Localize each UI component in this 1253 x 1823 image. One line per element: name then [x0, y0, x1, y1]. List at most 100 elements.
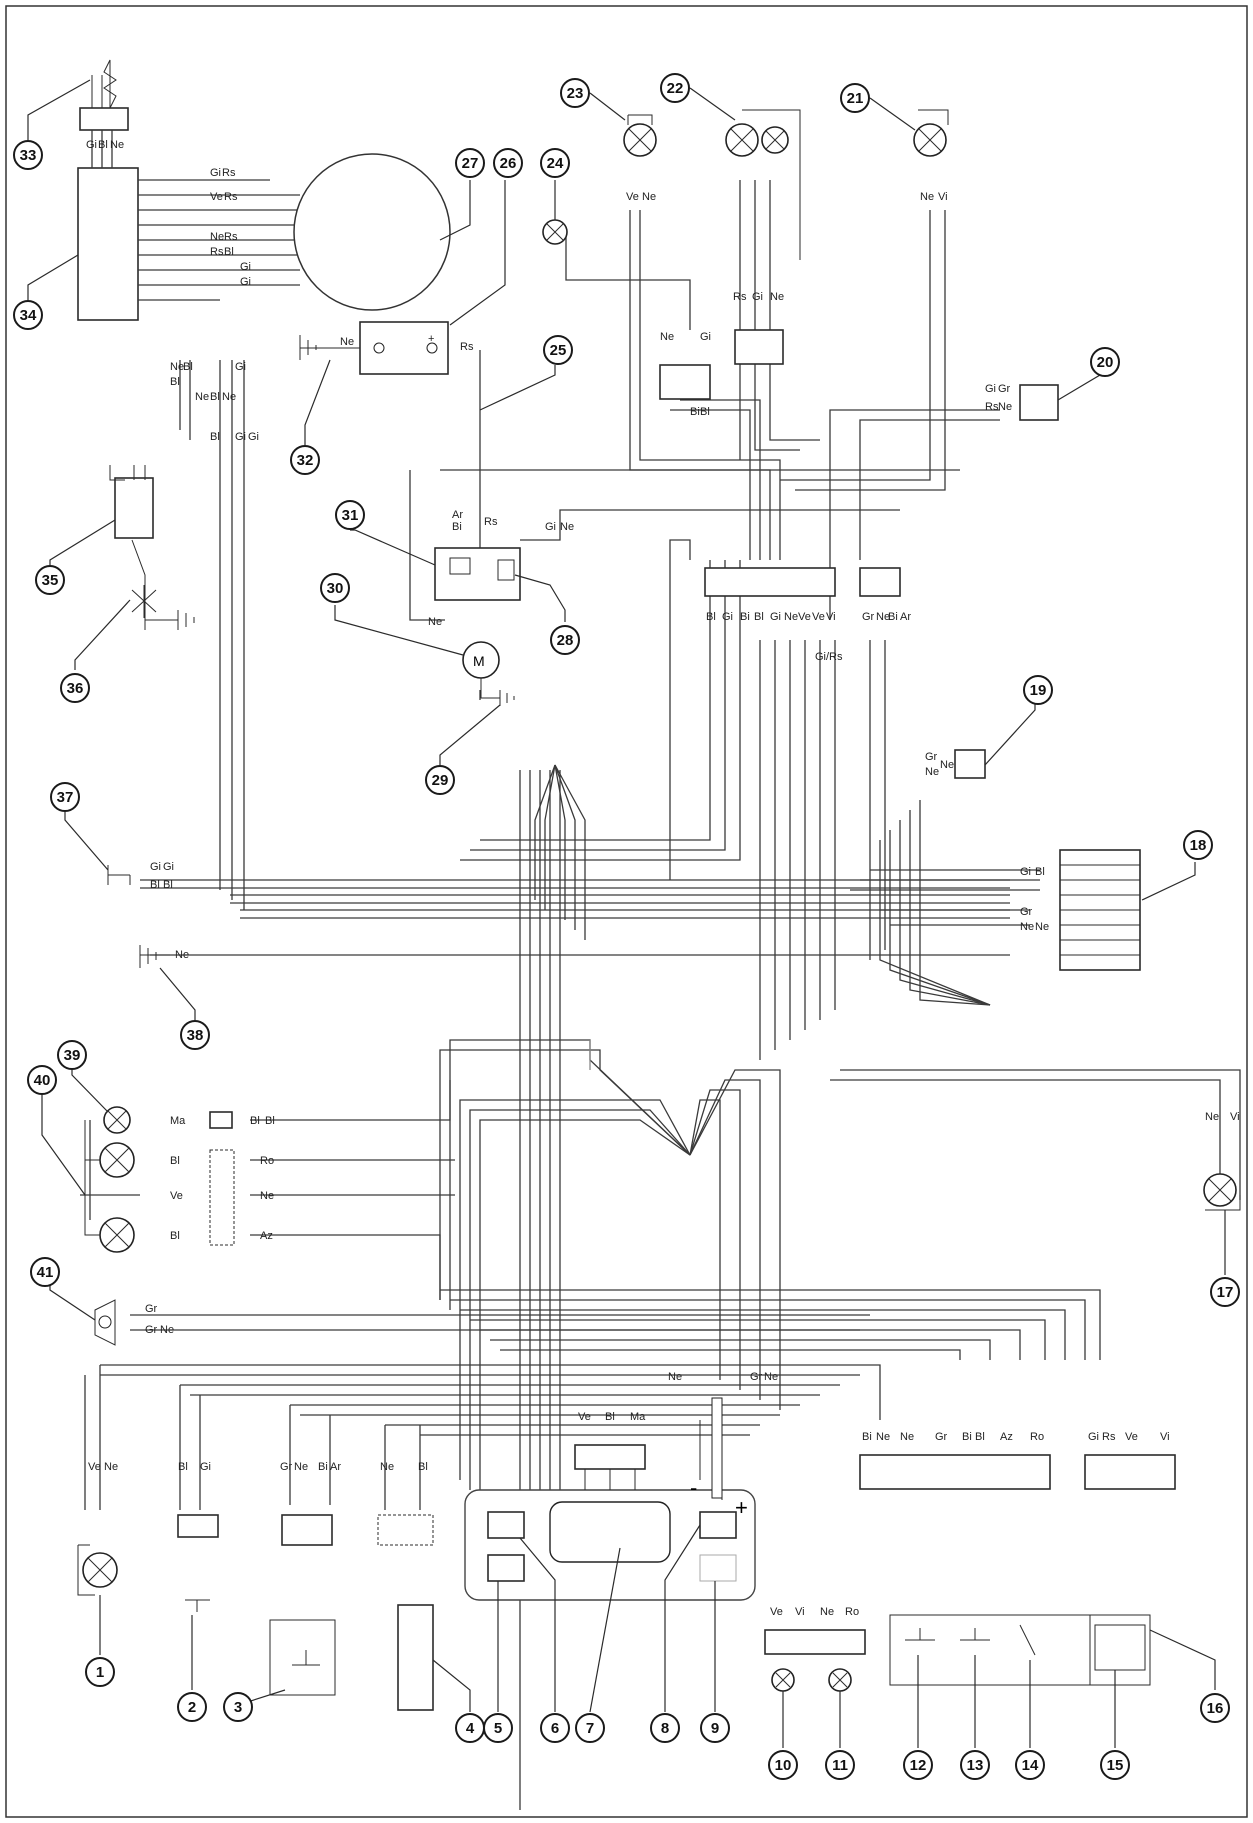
callout-37: 37 — [50, 782, 109, 871]
svg-text:Ne: Ne — [210, 231, 224, 243]
svg-text:Ne: Ne — [764, 1371, 778, 1383]
svg-text:16: 16 — [1207, 1700, 1224, 1717]
svg-text:Gi: Gi — [722, 611, 733, 623]
svg-text:Gi: Gi — [1020, 866, 1031, 878]
svg-text:Gr: Gr — [925, 751, 938, 763]
component-32-ground — [299, 335, 360, 360]
component-1-lamp — [77, 1544, 118, 1596]
component-21-lamp — [913, 109, 949, 157]
svg-text:Ne: Ne — [876, 611, 890, 623]
svg-text:Gi: Gi — [200, 1461, 211, 1473]
component-23-lamp — [623, 114, 657, 157]
svg-text:Bi: Bi — [690, 406, 700, 418]
svg-text:Rs: Rs — [484, 516, 498, 528]
svg-text:Ne: Ne — [925, 766, 939, 778]
component-31-relay — [434, 547, 521, 601]
battery-plus: + — [735, 1495, 748, 1520]
callouts: 1 2 3 4 5 6 7 8 9 10 11 12 13 14 15 16 1… — [13, 73, 1240, 1780]
callout-35: 35 — [35, 519, 116, 595]
component-3-switch — [269, 1514, 336, 1696]
svg-text:Ne: Ne — [940, 759, 954, 771]
callout-40: 40 — [27, 1065, 86, 1196]
callout-28: 28 — [514, 574, 580, 655]
svg-text:39: 39 — [64, 1047, 81, 1064]
svg-text:Gr: Gr — [145, 1303, 158, 1315]
svg-text:12: 12 — [910, 1757, 927, 1774]
callout-29: 29 — [425, 704, 501, 795]
svg-text:Ne: Ne — [770, 291, 784, 303]
svg-text:32: 32 — [297, 452, 314, 469]
svg-text:Bl: Bl — [1035, 866, 1045, 878]
callout-36: 36 — [60, 599, 131, 703]
callout-33: 33 — [13, 79, 91, 170]
svg-text:38: 38 — [187, 1027, 204, 1044]
svg-text:Ne: Ne — [195, 391, 209, 403]
callout-23: 23 — [560, 78, 626, 121]
svg-text:1: 1 — [96, 1664, 104, 1681]
callout-13: 13 — [960, 1655, 990, 1780]
svg-text:25: 25 — [550, 342, 567, 359]
callout-27: 27 — [439, 148, 485, 241]
svg-text:Bi: Bi — [318, 1461, 328, 1473]
svg-text:19: 19 — [1030, 682, 1047, 699]
svg-text:Ne: Ne — [260, 1190, 274, 1202]
svg-text:Bl: Bl — [224, 246, 234, 258]
callout-30: 30 — [320, 573, 464, 656]
component-24-lamp — [542, 219, 568, 245]
panel-display-7 — [549, 1501, 671, 1563]
svg-text:Gi: Gi — [163, 861, 174, 873]
svg-text:Ne: Ne — [642, 191, 656, 203]
callout-9: 9 — [700, 1581, 730, 1743]
svg-text:Bl: Bl — [250, 1115, 260, 1127]
svg-text:Bl: Bl — [975, 1431, 985, 1443]
svg-text:36: 36 — [67, 680, 84, 697]
callout-20: 20 — [1057, 347, 1120, 401]
svg-text:11: 11 — [832, 1757, 848, 1774]
panel-indicator-9 — [699, 1554, 737, 1582]
component-39-lamp — [103, 1106, 233, 1134]
svg-text:Gr: Gr — [1020, 906, 1033, 918]
svg-text:+: + — [428, 333, 434, 345]
svg-text:Bl: Bl — [418, 1461, 428, 1473]
callout-21: 21 — [840, 83, 916, 131]
component-10-11-bulbs — [764, 1629, 866, 1692]
svg-text:4: 4 — [466, 1720, 475, 1737]
svg-text:Ar: Ar — [900, 611, 911, 623]
callout-15: 15 — [1100, 1670, 1130, 1780]
svg-text:Ve: Ve — [812, 611, 825, 623]
svg-text:Gr: Gr — [280, 1461, 293, 1473]
svg-text:Ne: Ne — [920, 191, 934, 203]
component-35-coil — [109, 465, 154, 630]
svg-text:24: 24 — [547, 155, 564, 172]
component-19-sensor — [954, 749, 986, 779]
component-30-starter-motor: M — [462, 641, 515, 706]
svg-text:13: 13 — [967, 1757, 984, 1774]
component-connectors-mid — [659, 329, 901, 597]
svg-text:Rs: Rs — [733, 291, 747, 303]
svg-text:Ne: Ne — [560, 521, 574, 533]
svg-text:20: 20 — [1097, 354, 1114, 371]
svg-text:37: 37 — [57, 789, 74, 806]
component-22-headlamp — [725, 109, 801, 260]
svg-text:Ne: Ne — [998, 401, 1012, 413]
svg-text:Ne: Ne — [380, 1461, 394, 1473]
component-12-16-switchgear — [859, 1454, 1176, 1686]
callout-18: 18 — [1141, 830, 1213, 901]
component-instrument-panel — [464, 1444, 756, 1601]
svg-text:33: 33 — [20, 147, 37, 164]
svg-text:Ve: Ve — [170, 1190, 183, 1202]
wire-harness — [80, 180, 1241, 1810]
svg-text:2: 2 — [188, 1699, 196, 1716]
svg-text:Ve: Ve — [1125, 1431, 1138, 1443]
svg-text:21: 21 — [847, 90, 864, 107]
callout-14: 14 — [1015, 1660, 1045, 1780]
component-41-horn — [94, 1299, 116, 1346]
svg-text:Bl: Bl — [700, 406, 710, 418]
svg-text:Ne: Ne — [1020, 921, 1034, 933]
svg-text:22: 22 — [667, 80, 684, 97]
svg-text:Ro: Ro — [260, 1155, 274, 1167]
callout-8: 8 — [650, 1524, 701, 1743]
svg-text:Gi: Gi — [700, 331, 711, 343]
svg-text:18: 18 — [1190, 837, 1207, 854]
